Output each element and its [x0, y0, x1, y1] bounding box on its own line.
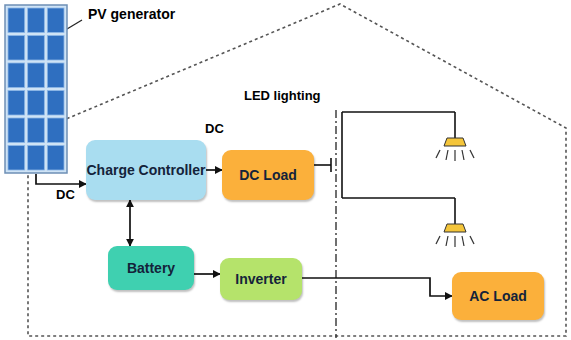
led-lamp [436, 224, 474, 247]
connector-arrow [129, 200, 131, 246]
led-lamp [436, 138, 474, 161]
box-label: DC Load [239, 167, 297, 183]
box-label: Inverter [235, 271, 286, 287]
pv-panel: PV generator [4, 4, 68, 174]
connector-arrow [36, 174, 86, 184]
divider-line [335, 110, 336, 338]
lighting-wires [314, 112, 455, 224]
connector-arrow [302, 278, 452, 296]
inverter-box: Inverter [220, 258, 302, 300]
connector-arrow [194, 273, 220, 275]
solar-panel-illustration [4, 4, 68, 174]
house-outline [28, 4, 566, 336]
connector-arrow [206, 169, 222, 171]
edge-label: DC [203, 121, 226, 136]
panel-label: PV generator [88, 6, 175, 22]
battery-box: Battery [108, 246, 194, 290]
edge-label: DC [54, 187, 77, 202]
box-label: AC Load [469, 288, 527, 304]
load-box: DC Load [222, 150, 314, 200]
controller-box: Charge Controller [86, 140, 206, 200]
load-box: AC Load [452, 272, 544, 320]
free-label: LED lighting [244, 88, 321, 103]
box-label: Battery [127, 260, 175, 276]
box-label: Charge Controller [86, 162, 205, 178]
